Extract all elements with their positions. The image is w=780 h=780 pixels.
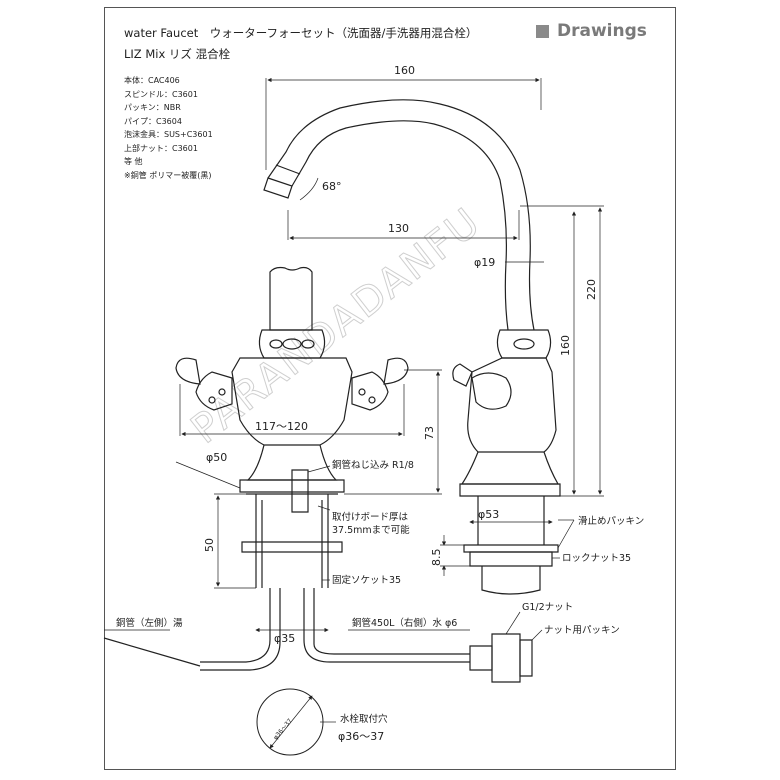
spout-inner bbox=[291, 120, 509, 331]
socket-flange bbox=[241, 541, 343, 553]
board-label-2: 37.5mmまで可能 bbox=[332, 524, 410, 536]
g-nut bbox=[491, 633, 521, 683]
spout-outer bbox=[267, 99, 535, 331]
collar-dot bbox=[282, 338, 302, 350]
spec-line: 泡沫金具：SUS+C3601 bbox=[124, 130, 213, 139]
nut-packing bbox=[519, 639, 533, 677]
dim-phi53-text: φ53 bbox=[478, 508, 499, 521]
aerator bbox=[263, 177, 293, 199]
front-stem bbox=[269, 266, 313, 331]
side-handle bbox=[471, 372, 512, 410]
collar-dot bbox=[513, 338, 535, 350]
handle-dot bbox=[358, 388, 366, 396]
hole-title-label: 水栓取付穴 bbox=[340, 713, 388, 725]
dim-angle-text: 68° bbox=[322, 180, 342, 193]
spec-line: パイプ：C3604 bbox=[124, 116, 182, 126]
handle-dot bbox=[208, 396, 216, 404]
board-label-1: 取付けボード厚は bbox=[332, 512, 409, 523]
side-neck bbox=[460, 451, 560, 485]
dim-160-top-text: 160 bbox=[394, 64, 415, 77]
spec-line: 等 他 bbox=[124, 157, 143, 166]
dim-130-text: 130 bbox=[388, 222, 409, 235]
side-base bbox=[459, 483, 561, 497]
g-nut-label: G1/2ナット bbox=[522, 602, 573, 613]
side-pipes bbox=[481, 566, 541, 595]
side-body bbox=[467, 357, 557, 453]
right-pipe-label: 銅管450L（右側）水 φ6 bbox=[352, 617, 457, 629]
dim-50-text: 50 bbox=[203, 538, 216, 552]
dim-73-text: 73 bbox=[423, 426, 436, 440]
material-specs: 本体：CAC406 スピンドル：C3601 パッキン：NBR パイプ：C3604… bbox=[124, 74, 213, 182]
hole-size-label: φ36～37 bbox=[338, 730, 384, 743]
badge-label: Drawings bbox=[557, 21, 647, 41]
right-pipe-outer bbox=[313, 588, 470, 655]
slip-washer bbox=[463, 544, 559, 553]
thread-insert bbox=[291, 469, 309, 513]
dim-phi50-text: φ50 bbox=[206, 451, 227, 464]
thread-label: 銅管ねじ込み R1/8 bbox=[332, 459, 414, 471]
dim-phi35-text: φ35 bbox=[274, 632, 295, 645]
handle-dot bbox=[368, 396, 376, 404]
left-pipe-end bbox=[103, 637, 201, 667]
drawings-badge: Drawings bbox=[536, 21, 647, 41]
right-handle-knob bbox=[383, 357, 409, 385]
spec-line: 上部ナット：C3601 bbox=[124, 143, 198, 153]
left-pipe-outer bbox=[200, 588, 281, 671]
spec-line: スピンドル：C3601 bbox=[124, 89, 198, 99]
spec-line: 本体：CAC406 bbox=[124, 76, 180, 85]
product-subtitle: LIZ Mix リズ 混合栓 bbox=[124, 47, 231, 61]
handle-dot bbox=[218, 388, 226, 396]
watermark: PARANDADANFU bbox=[183, 199, 490, 453]
spec-line: パッキン：NBR bbox=[124, 103, 181, 112]
lock-nut bbox=[469, 551, 553, 567]
dim-8-5-text: 8.5 bbox=[430, 549, 443, 567]
side-collar bbox=[496, 329, 552, 359]
dim-117-text: 117～120 bbox=[255, 420, 308, 433]
aerator-ring bbox=[275, 164, 301, 175]
collar-dot bbox=[301, 339, 315, 349]
left-pipe bbox=[200, 588, 271, 663]
left-pipe-label: 銅管（左側）湯 bbox=[116, 617, 183, 629]
dim-160-side-text: 160 bbox=[559, 335, 572, 356]
right-pipe bbox=[303, 588, 470, 663]
g-nut-collar bbox=[469, 645, 493, 671]
collar-dot bbox=[269, 339, 283, 349]
left-handle-knob bbox=[175, 357, 201, 385]
nut-packing-label: ナット用パッキン bbox=[544, 625, 620, 636]
dim-phi19-text: φ19 bbox=[474, 256, 495, 269]
product-title: water Faucet ウォーターフォーセット（洗面器/手洗器用混合栓） bbox=[124, 26, 478, 40]
angle-arc bbox=[299, 177, 319, 201]
leader-thread bbox=[307, 465, 331, 473]
drawing-frame bbox=[104, 7, 676, 770]
slip-packing-label: 滑止めパッキン bbox=[578, 515, 644, 527]
socket-inner bbox=[261, 500, 323, 588]
left-handle bbox=[195, 371, 233, 411]
dim-220-text: 220 bbox=[585, 279, 598, 300]
badge-square-icon bbox=[536, 24, 549, 38]
lock-nut-label: ロックナット35 bbox=[562, 553, 631, 564]
hole-inner-label: φ36～37 bbox=[272, 717, 294, 741]
right-handle bbox=[351, 371, 389, 411]
socket-label: 固定ソケット35 bbox=[332, 574, 401, 586]
spec-line: ※銅管 ポリマー被覆(黒) bbox=[124, 170, 212, 180]
side-handle-knob bbox=[452, 363, 473, 387]
